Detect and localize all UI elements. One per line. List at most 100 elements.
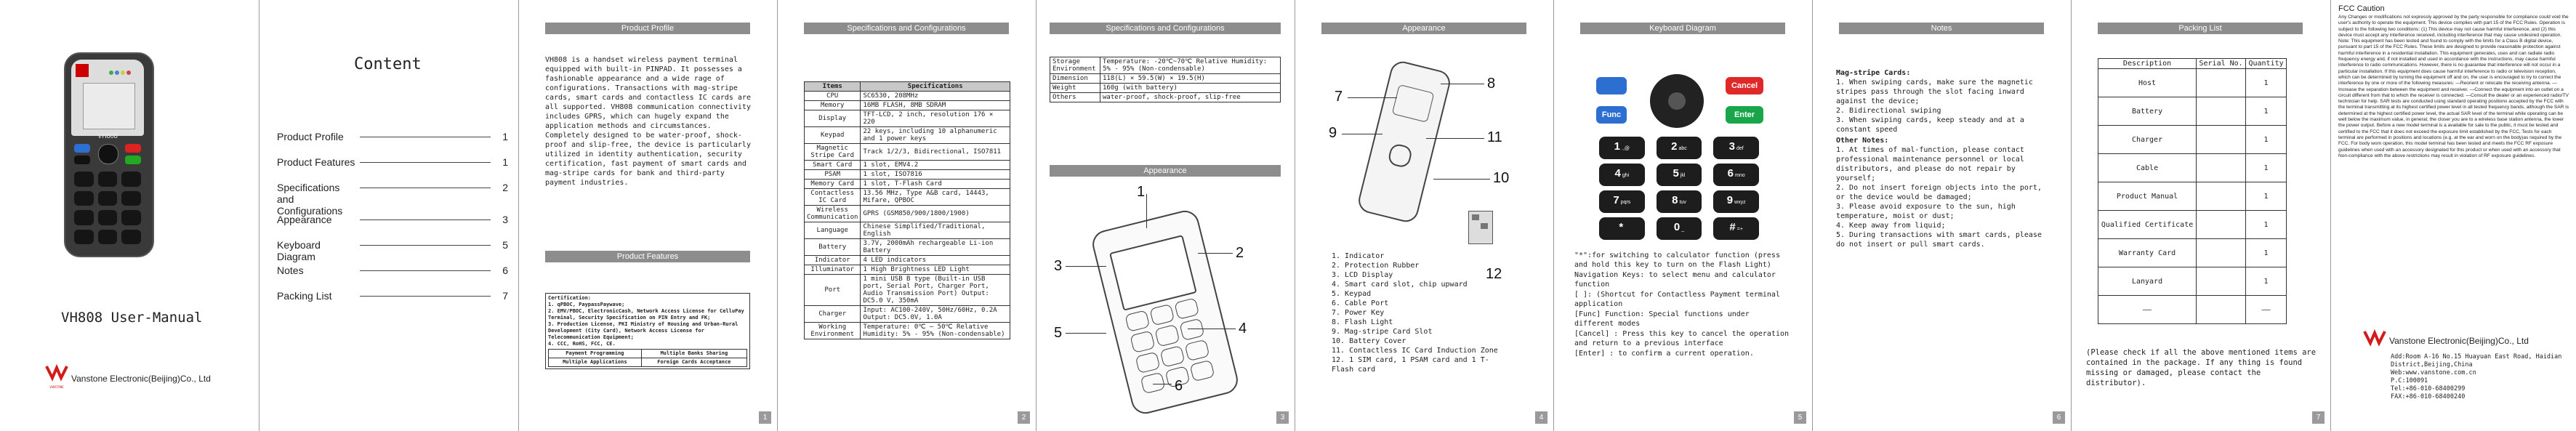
company-logo: VANSTONE: [45, 363, 68, 389]
device-illustration: VH808: [64, 52, 154, 257]
contactless-key[interactable]: [1596, 77, 1627, 94]
cert-line: 1. qPBOC, PaypassPaywave;: [548, 302, 625, 307]
key-digit: *: [1619, 221, 1624, 233]
key-digit: 7: [1613, 194, 1619, 206]
packing-cell: Cable: [2097, 153, 2197, 182]
toc-item-label: Notes: [277, 265, 304, 276]
cancel-key[interactable]: Cancel: [1726, 77, 1763, 94]
spec-value: 16MB FLASH, 8MB SDRAM: [860, 100, 1010, 110]
packing-cell: Charger: [2097, 125, 2197, 154]
spec-item: Memory Card: [803, 179, 861, 189]
page-number: 2: [1018, 411, 1030, 424]
contents-heading: Content: [354, 55, 422, 73]
spec-item: Keypad: [803, 126, 861, 144]
enter-key[interactable]: Enter: [1726, 106, 1763, 124]
toc-item-page: 6: [502, 265, 508, 276]
profile-heading: Product Profile: [545, 23, 750, 34]
navigation-key[interactable]: [1650, 74, 1704, 128]
device-logo: [76, 64, 89, 77]
func-key[interactable]: Func: [1596, 106, 1627, 124]
spec-item: Memory: [803, 100, 861, 110]
packing-cell: 1: [2245, 97, 2287, 126]
toc-item-page: 7: [502, 290, 508, 302]
cert-lines: 1. qPBOC, PaypassPaywave;2. EMV/PBOC, El…: [548, 302, 747, 347]
spec-value: 1 mini USB B type (Built-in USB port, Se…: [860, 274, 1010, 306]
cover-panel: VH808 VH808 User-Manual VANSTONE Vanston…: [0, 0, 259, 431]
packing-cell: Host: [2097, 68, 2197, 97]
fcc-title: FCC Caution: [2338, 4, 2385, 13]
spec-value: 3.7V, 2000mAh rechargeable Li-ion Batter…: [860, 238, 1010, 256]
spec-value: 118(L) × 59.5(W) × 19.5(H): [1100, 73, 1281, 84]
keyboard-desc-line: [ ]: (Shortcut for Contactless Payment t…: [1574, 291, 1780, 308]
packing-cell: [2196, 295, 2247, 324]
profile-text: VH808 is a handset wireless payment term…: [545, 56, 751, 187]
spec-value: 22 keys, including 10 alphanumeric and 1…: [860, 126, 1010, 144]
device-screen: [83, 83, 135, 129]
spec-item: Others: [1050, 92, 1100, 102]
callout-1: 1: [1137, 184, 1146, 200]
key-letters: ghi: [1622, 173, 1630, 178]
appearance-legend-item: 11. Contactless IC Card Induction Zone: [1332, 347, 1498, 355]
packing-cell: Lanyard: [2097, 267, 2197, 296]
spec-value: Chinese Simplified/Traditional, English: [860, 222, 1010, 239]
appearance-heading: Appearance: [1050, 165, 1281, 177]
magstripe-note: 1. When swiping cards, make sure the mag…: [1836, 78, 2033, 105]
key-1[interactable]: 1.,@: [1599, 137, 1645, 159]
spec-item: Storage Environment: [1050, 57, 1100, 74]
toc-dotted-line: [360, 162, 491, 163]
specs2-heading: Specifications and Configurations: [1050, 23, 1281, 34]
spec-value: Temperature: -20℃~70℃ Relative Humidity:…: [1100, 57, 1281, 74]
vanstone-logo-icon: [2363, 329, 2386, 347]
keyboard-description: "*":for switching to calculator function…: [1574, 251, 1792, 359]
callout-7: 7: [1335, 89, 1343, 105]
key-letters: tuv: [1679, 200, 1686, 205]
packing-cell: 1: [2245, 153, 2287, 182]
key-digit: 5: [1673, 167, 1679, 180]
appearance-legend-item: 4. Smart card slot, chip upward: [1332, 281, 1468, 289]
notes-body: Mag-stripe Cards: 1. When swiping cards,…: [1836, 68, 2051, 249]
packing-cell: [2196, 153, 2247, 182]
other-note: 2. Do not insert foreign objects into th…: [1836, 184, 2042, 201]
packing-cell: [2196, 125, 2247, 154]
key-star[interactable]: *: [1599, 217, 1645, 240]
spec-value: TFT-LCD, 2 inch, resolution 176 × 220: [860, 110, 1010, 127]
callout-8: 8: [1487, 76, 1496, 92]
program-cell: Multiple Banks Sharing: [640, 349, 748, 358]
toc-dotted-line: [360, 245, 491, 246]
company-address: Add:Room A-16 No.15 Huayuan East Road, H…: [2391, 353, 2565, 401]
key-letters: mno: [1735, 173, 1745, 178]
key-digit: 1: [1614, 140, 1620, 153]
appearance-legend-item: 1. Indicator: [1332, 252, 1385, 260]
key-0[interactable]: 0_: [1656, 217, 1702, 240]
spec-value: 13.56 MHz, Type A&B card, 14443, Mifare,…: [860, 188, 1010, 206]
toc-item: Notes 6: [277, 265, 508, 290]
packing-cell: [2196, 267, 2247, 296]
toc-item-page: 3: [502, 214, 508, 225]
key-hash[interactable]: #=+: [1713, 217, 1759, 240]
